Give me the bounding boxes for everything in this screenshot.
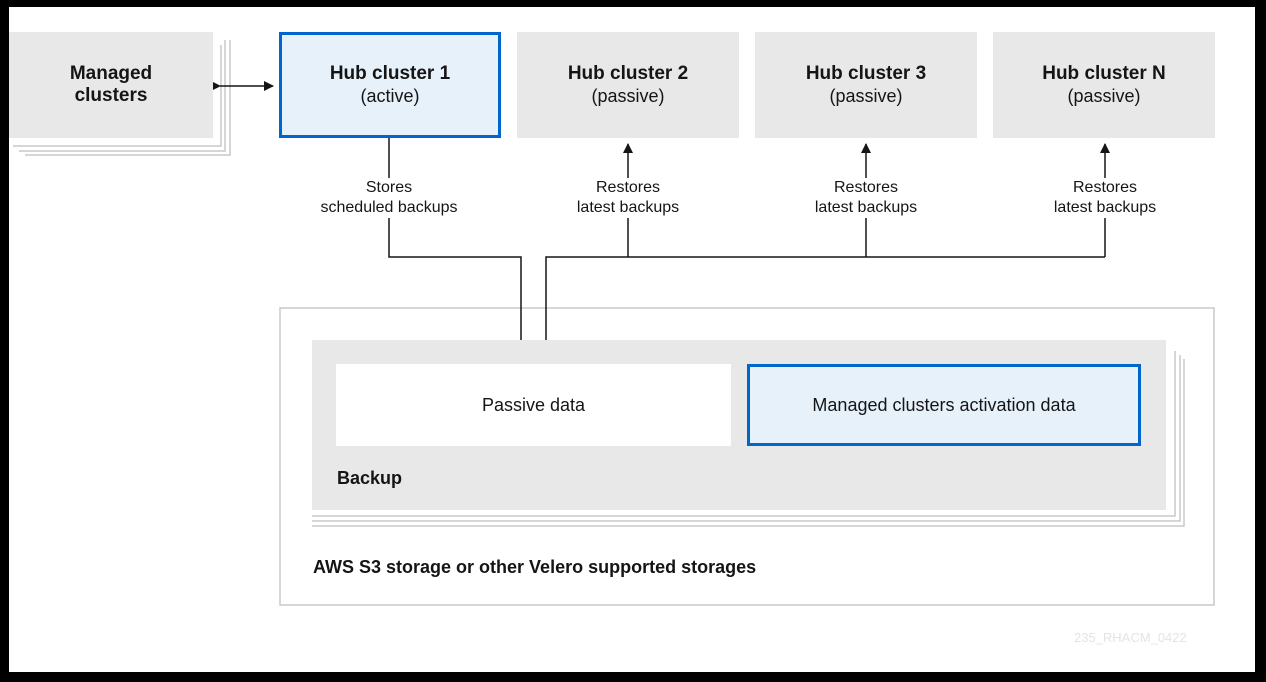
hub-cluster-n-box: Hub cluster N (passive)	[993, 32, 1215, 138]
stack-outline	[312, 351, 1176, 517]
caption-line: latest backups	[576, 199, 680, 216]
managed-clusters-box: Managed clusters	[9, 32, 213, 138]
caption-line: latest backups	[1053, 199, 1157, 216]
caption-line: Restores	[595, 179, 661, 196]
stack-outline	[19, 40, 226, 152]
hub-name: Hub cluster 1	[329, 63, 451, 84]
restores-caption-hubn: Restores latest backups	[1015, 178, 1195, 218]
restores-caption-hub2: Restores latest backups	[538, 178, 718, 218]
passive-data-box: Passive data	[336, 364, 731, 446]
stack-outline	[312, 355, 1181, 522]
hub-cluster-3-box: Hub cluster 3 (passive)	[755, 32, 977, 138]
hub-name: Hub cluster 3	[805, 63, 927, 84]
figure-id: 235_RHACM_0422	[1074, 630, 1187, 645]
hub-cluster-2-box: Hub cluster 2 (passive)	[517, 32, 739, 138]
restores-caption-hub3: Restores latest backups	[776, 178, 956, 218]
caption-line: Stores	[365, 179, 413, 196]
hub-state: (active)	[360, 86, 420, 106]
stack-outline	[312, 359, 1185, 527]
stores-caption: Stores scheduled backups	[299, 178, 479, 218]
managed-clusters-line2: clusters	[74, 85, 148, 106]
storage-label: AWS S3 storage or other Velero supported…	[313, 557, 757, 577]
backup-label: Backup	[337, 468, 403, 488]
stack-outline	[13, 45, 222, 147]
stack-outline	[25, 40, 231, 156]
passive-data-label: Passive data	[481, 395, 586, 415]
managed-clusters-line1: Managed	[69, 63, 153, 84]
activation-data-box: Managed clusters activation data	[747, 364, 1141, 446]
restore-connector	[545, 256, 1105, 364]
hub-name: Hub cluster 2	[567, 63, 689, 84]
activation-data-label: Managed clusters activation data	[812, 395, 1076, 415]
store-connector	[388, 138, 526, 358]
caption-line: latest backups	[814, 199, 918, 216]
caption-line: scheduled backups	[320, 199, 458, 216]
storage-frame	[279, 307, 1215, 606]
caption-line: Restores	[1072, 179, 1138, 196]
hub-name: Hub cluster N	[1042, 63, 1166, 84]
diagram-canvas: Managed clusters Hub cluster 1 (active) …	[9, 7, 1255, 672]
caption-line: Restores	[833, 179, 899, 196]
hub-cluster-1-box: Hub cluster 1 (active)	[279, 32, 501, 138]
hub-state: (passive)	[591, 86, 665, 106]
connector-layer	[13, 40, 1215, 606]
hub-state: (passive)	[1067, 86, 1141, 106]
hub-state: (passive)	[829, 86, 903, 106]
